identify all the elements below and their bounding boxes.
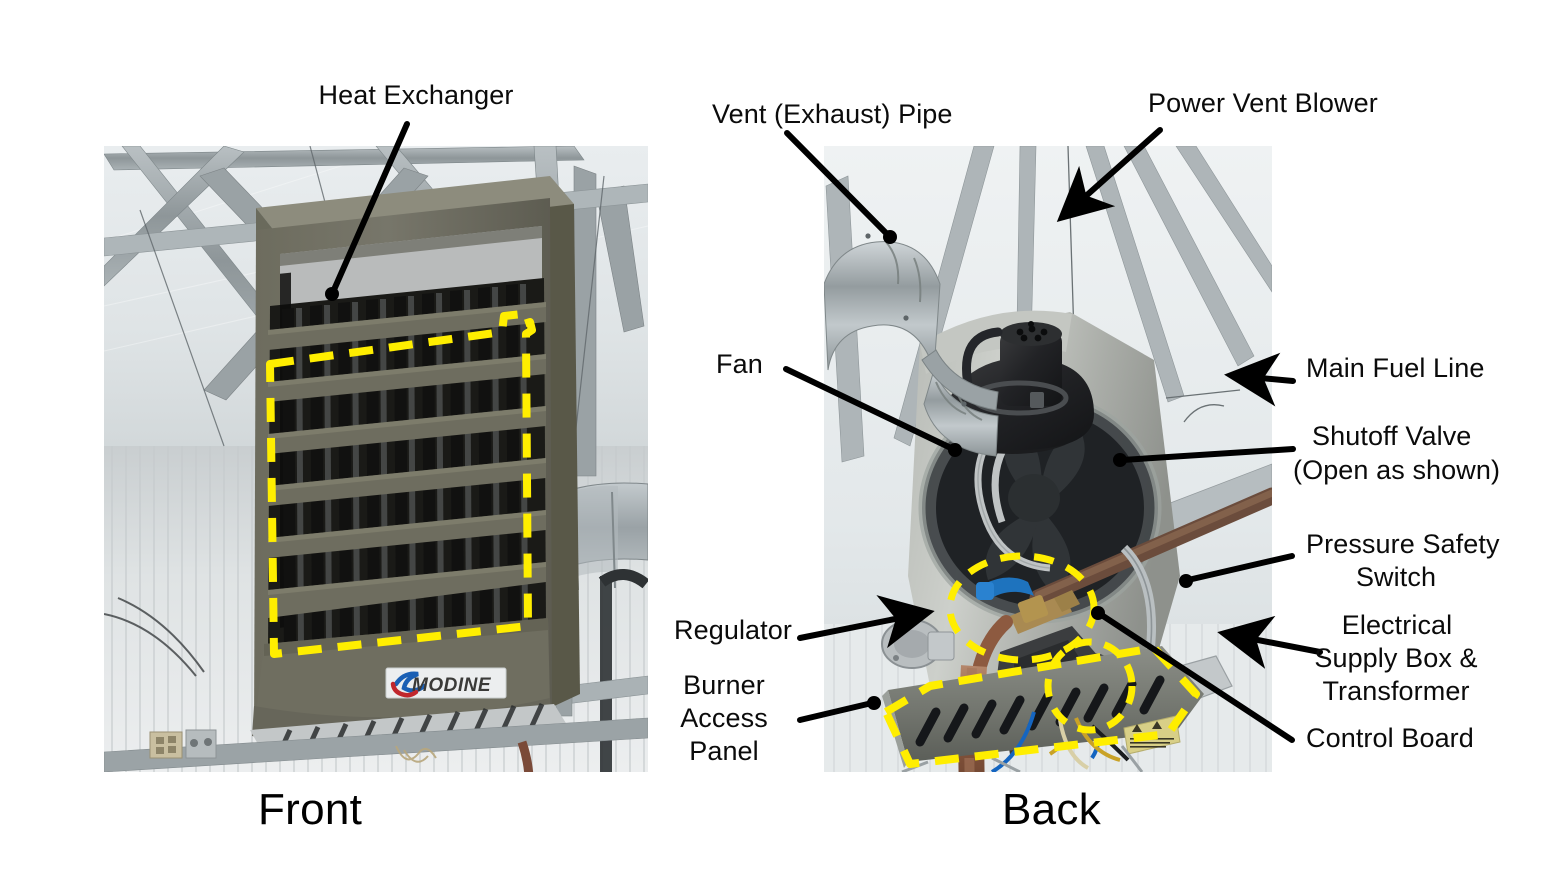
label-burner-access-panel-line3: Panel <box>689 736 759 766</box>
label-electrical-supply-box-line2: Supply Box & <box>1314 643 1478 673</box>
label-regulator: Regulator <box>674 615 792 645</box>
label-fan: Fan <box>716 349 763 379</box>
burner-panel-highlight <box>882 644 1200 768</box>
label-electrical-supply-box-line1: Electrical <box>1341 610 1453 640</box>
shutoff-valve-graphic <box>973 577 1080 673</box>
svg-text:MODINE: MODINE <box>412 675 492 696</box>
label-power-vent-blower: Power Vent Blower <box>1148 88 1378 118</box>
label-heat-exchanger: Heat Exchanger <box>318 80 514 110</box>
label-electrical-supply-box-line3: Transformer <box>1322 676 1470 706</box>
caption-back: Back <box>1002 785 1102 834</box>
label-shutoff-valve-note: (Open as shown) <box>1293 455 1501 485</box>
label-burner-access-panel-line1: Burner <box>683 670 765 700</box>
front-view-photo: MODINE <box>104 146 648 772</box>
back-view-photo <box>824 146 1272 772</box>
label-shutoff-valve: Shutoff Valve <box>1312 421 1472 451</box>
label-main-fuel-line: Main Fuel Line <box>1306 353 1485 383</box>
label-control-board: Control Board <box>1306 723 1474 753</box>
back-highlights <box>882 552 1200 768</box>
heat-exchanger-highlight <box>266 310 536 658</box>
label-pressure-safety-switch-line2: Switch <box>1355 562 1437 592</box>
label-pressure-safety-switch-line1: Pressure Safety <box>1306 529 1500 559</box>
shutoff-valve-highlight <box>946 552 1098 664</box>
caption-front: Front <box>258 785 363 834</box>
modine-badge: MODINE <box>385 667 507 699</box>
label-burner-access-panel-line2: Access <box>680 703 768 733</box>
label-vent-exhaust-pipe: Vent (Exhaust) Pipe <box>712 99 953 129</box>
